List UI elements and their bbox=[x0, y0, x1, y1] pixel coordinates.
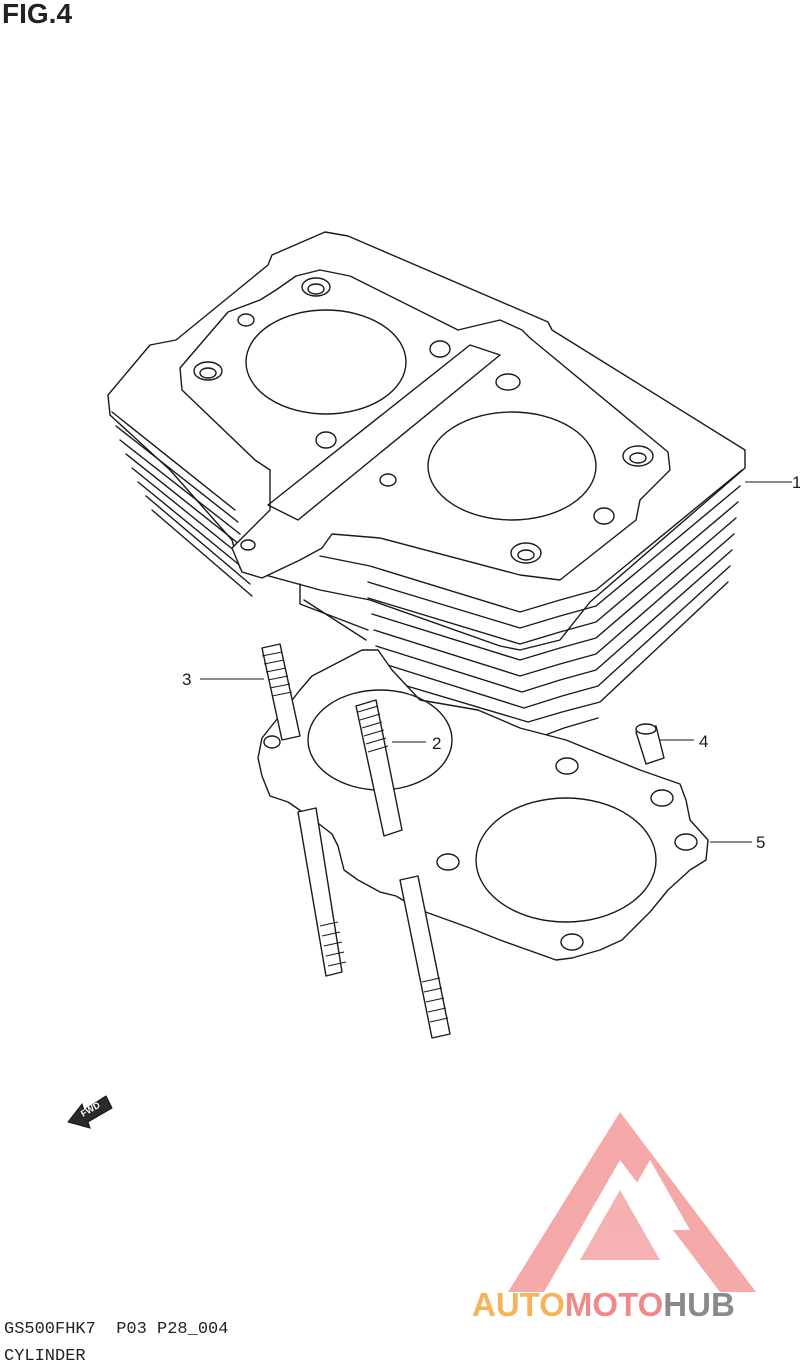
callout-1: 1 bbox=[792, 473, 800, 492]
watermark-moto: MOTO bbox=[564, 1286, 664, 1323]
figure-title: FIG.4 bbox=[2, 0, 73, 29]
bolt-holes bbox=[193, 277, 654, 564]
callout-4: 4 bbox=[699, 732, 708, 751]
fwd-arrow-icon: FWD bbox=[67, 1095, 113, 1129]
diagram-code: GS500FHK7 P03 P28_004 bbox=[4, 1320, 229, 1339]
cylinder-block bbox=[107, 231, 792, 741]
watermark-auto: AUTO bbox=[472, 1286, 565, 1323]
diagram-name: CYLINDER bbox=[4, 1347, 86, 1366]
watermark-hub: HUB bbox=[663, 1286, 735, 1323]
watermark-text: AUTOMOTOHUB bbox=[472, 1286, 735, 1324]
stud-bolt-2 bbox=[355, 699, 451, 1039]
callout-3: 3 bbox=[182, 670, 191, 689]
stud-bolt-3 bbox=[200, 643, 347, 977]
callout-5: 5 bbox=[756, 833, 765, 852]
watermark-logo bbox=[508, 1112, 756, 1292]
callout-2: 2 bbox=[432, 734, 441, 753]
dowel-pin-4 bbox=[635, 723, 694, 765]
